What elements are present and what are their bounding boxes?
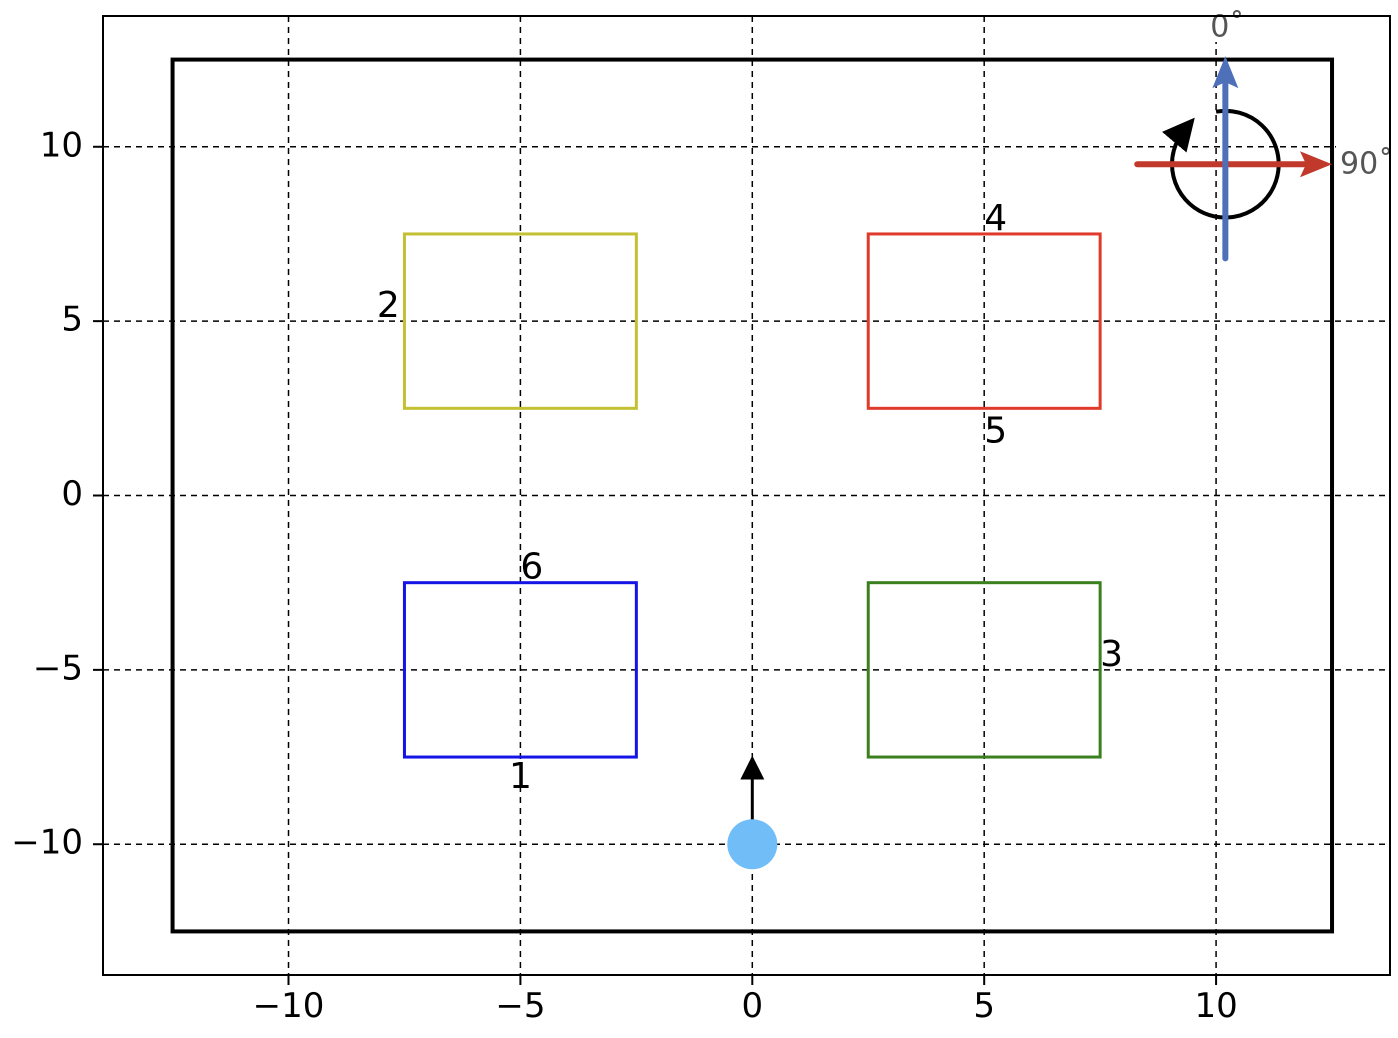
y-tick-label-3: 5 xyxy=(61,300,83,340)
rect-green xyxy=(866,581,1102,759)
axis-layer: −10 −5 0 5 10 −10 −5 0 5 10 xyxy=(11,15,1391,1026)
boundary-rect xyxy=(170,57,1335,934)
compass-up-label: 0˚ xyxy=(1210,10,1244,45)
y-tick-label-0: −10 xyxy=(11,823,83,863)
x-tick-label-2: 0 xyxy=(741,986,763,1026)
x-tick-label-3: 5 xyxy=(973,986,995,1026)
compass-right-label: 90˚ xyxy=(1340,147,1393,182)
edge-label-3: 3 xyxy=(1100,634,1123,675)
edge-label-2: 2 xyxy=(377,285,400,326)
edge-label-5: 5 xyxy=(984,411,1007,452)
compass-up-arrow-head xyxy=(1212,56,1239,89)
rect-red xyxy=(866,232,1102,410)
edge-label-6: 6 xyxy=(520,547,543,588)
y-tick-label-4: 10 xyxy=(40,125,83,165)
edge-label-1: 1 xyxy=(509,756,532,797)
rect-blue xyxy=(402,581,638,759)
compass: 0˚ 90˚ xyxy=(1134,6,1393,262)
x-tick-label-0: −10 xyxy=(253,986,325,1026)
rotation-direction-icon xyxy=(1161,108,1281,220)
edge-label-4: 4 xyxy=(984,198,1007,239)
rect-yellow xyxy=(402,232,638,410)
label-layer: 1 2 3 4 5 6 xyxy=(377,198,1123,797)
y-tick-label-2: 0 xyxy=(61,474,83,514)
x-tick-label-4: 10 xyxy=(1194,986,1237,1026)
robot-marker xyxy=(727,819,778,870)
compass-right-label-bg xyxy=(1336,144,1391,185)
y-tick-label-1: −5 xyxy=(33,648,83,688)
shape-layer xyxy=(170,57,1335,934)
x-tick-label-1: −5 xyxy=(495,986,545,1026)
compass-right-arrow-head xyxy=(1300,151,1333,178)
compass-up-label-bg xyxy=(1205,6,1248,42)
